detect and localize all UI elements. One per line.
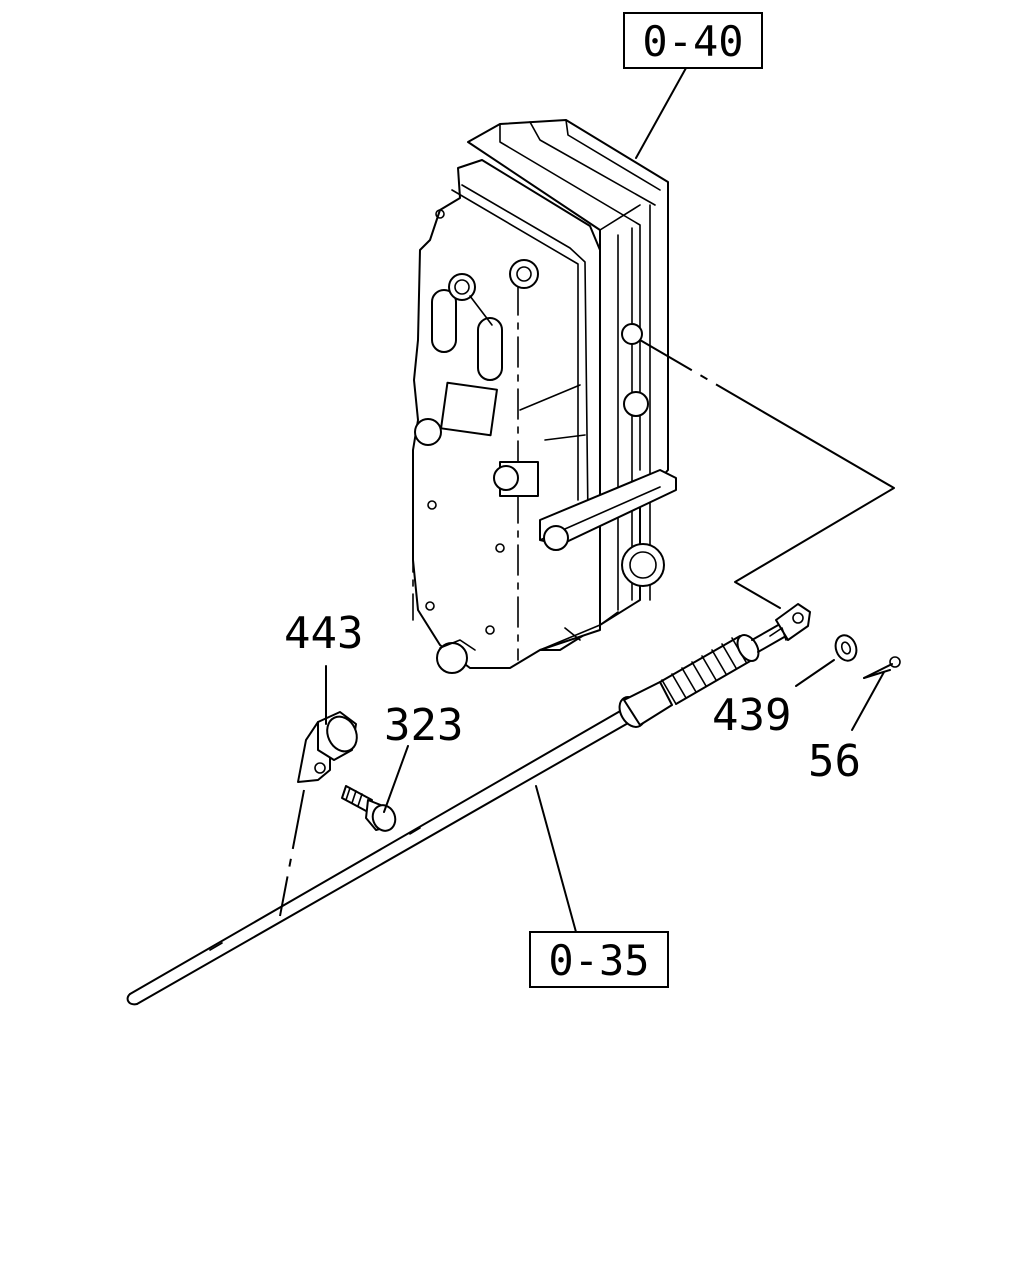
- cotter-pin-56: [863, 656, 901, 679]
- control-unit-housing: [412, 119, 677, 674]
- bolt-323: [341, 785, 397, 832]
- leader-439: [795, 659, 835, 687]
- clip-443: [297, 711, 358, 783]
- ref-label-top: 0-40: [642, 17, 743, 66]
- washer-439: [834, 634, 858, 662]
- part-number-323: 323: [384, 700, 463, 751]
- control-cable: [126, 603, 811, 1006]
- leader-ref-bottom: [535, 785, 577, 933]
- ref-box-top: 0-40: [623, 12, 763, 69]
- leader-56: [851, 671, 885, 731]
- leader-323: [383, 745, 409, 813]
- part-number-56: 56: [808, 736, 861, 787]
- assembly-bracket-line: [734, 409, 895, 609]
- assembly-line-lever: [639, 339, 761, 411]
- part-number-443: 443: [284, 608, 363, 659]
- leader-ref-top: [635, 67, 687, 159]
- ref-box-bottom: 0-35: [529, 931, 669, 988]
- part-number-439: 439: [712, 690, 791, 741]
- ref-label-bottom: 0-35: [548, 936, 649, 985]
- assembly-line-clip: [279, 789, 305, 917]
